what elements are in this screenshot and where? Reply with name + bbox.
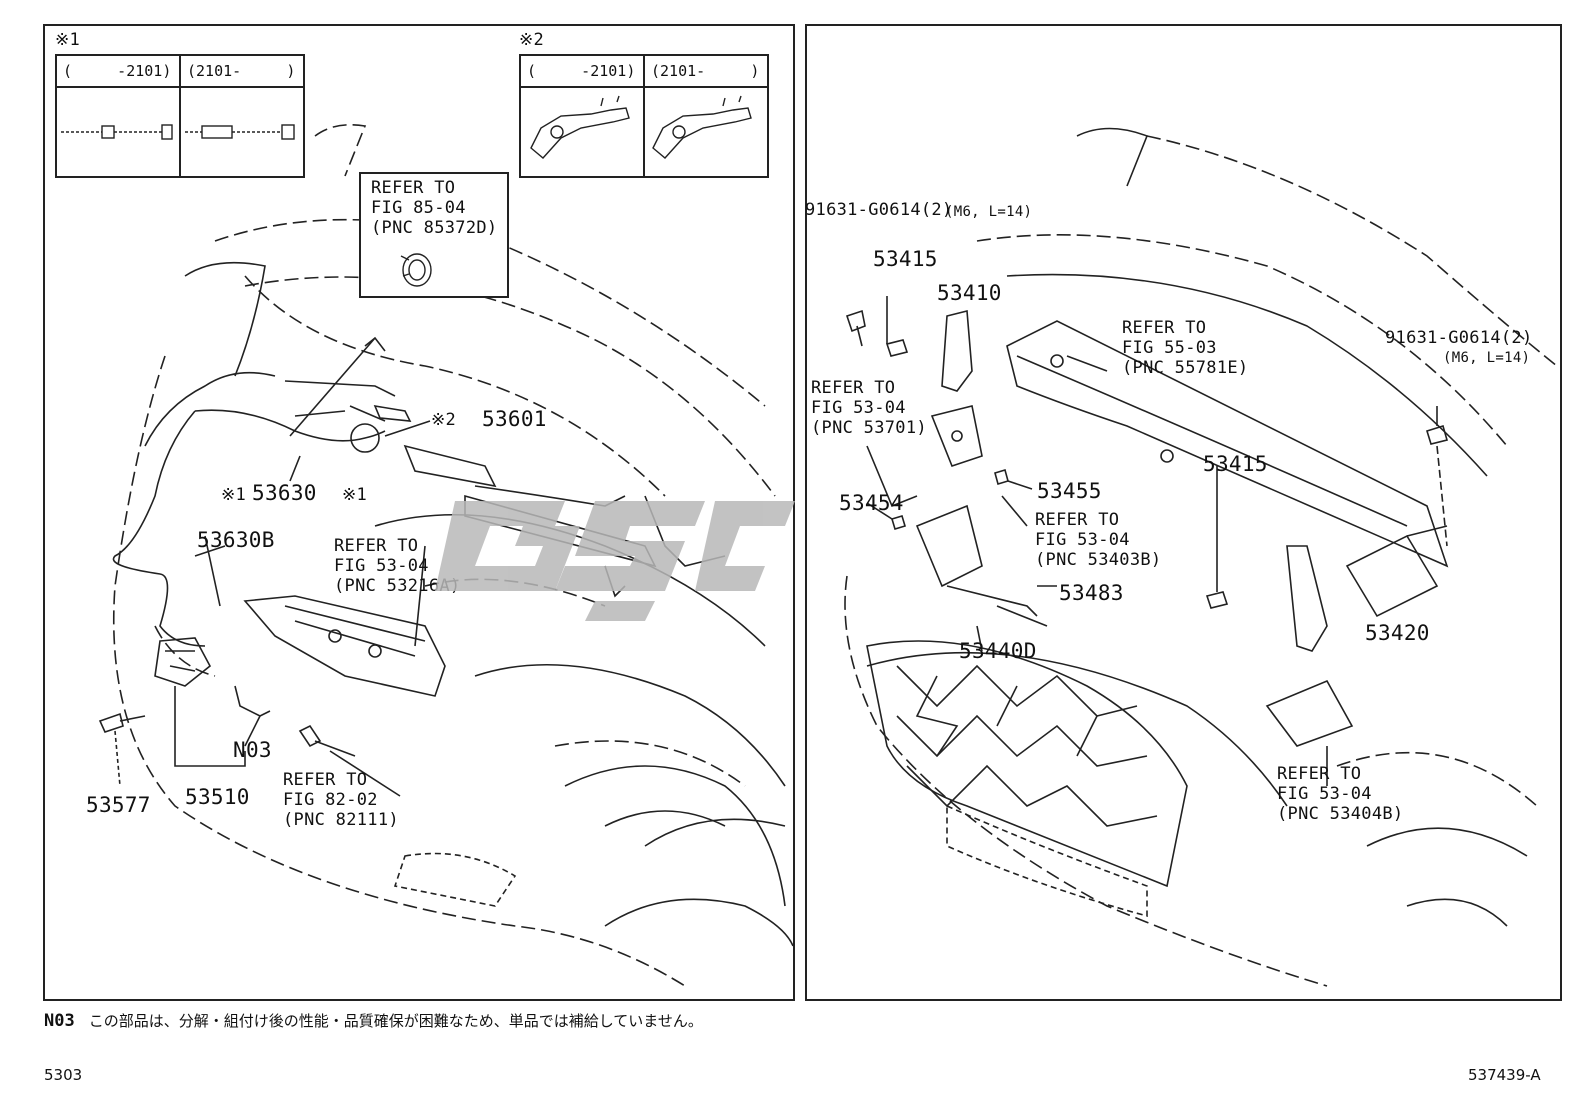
bolt-top-left-spec: (M6, L=14) xyxy=(945,204,1033,220)
refer-53-04-a-line1: REFER TO xyxy=(334,536,419,556)
part-53415-b: 53415 xyxy=(1203,452,1268,476)
bolt-top-right: 91631-G0614(2) xyxy=(1385,328,1533,348)
variant-1-col1: ( -2101) xyxy=(63,62,172,80)
part-53455: 53455 xyxy=(1037,479,1102,503)
variant-1-cable-icons xyxy=(61,124,295,140)
part-53601: 53601 xyxy=(482,407,547,431)
refer-53-04-c-line2: FIG 53-04 xyxy=(1035,530,1130,550)
refer-55-03-line3: (PNC 55781E) xyxy=(1122,358,1249,378)
refer-53-04-b-line1: REFER TO xyxy=(811,378,896,398)
refer-53-04-d-line1: REFER TO xyxy=(1277,764,1362,784)
footer-note-code: N03 xyxy=(44,1011,75,1031)
watermark-logo xyxy=(435,501,795,621)
footer-note-text: この部品は、分解・組付け後の性能・品質確保が困難なため、単品では補給していません… xyxy=(88,1012,703,1030)
page-code: 5303 xyxy=(44,1066,83,1084)
variant-2-col1: ( -2101) xyxy=(527,62,636,80)
refer-82-02-line3: (PNC 82111) xyxy=(283,810,399,830)
refer-55-03-line1: REFER TO xyxy=(1122,318,1207,338)
variant-1-col2: (2101- ) xyxy=(187,62,296,80)
refer-85-04-line1: REFER TO xyxy=(371,178,456,198)
part-53420: 53420 xyxy=(1365,621,1430,645)
part-53440d: 53440D xyxy=(959,639,1037,663)
refer-53-04-c-line3: (PNC 53403B) xyxy=(1035,550,1162,570)
footer-note: N03 この部品は、分解・組付け後の性能・品質確保が困難なため、単品では補給してい… xyxy=(44,1010,703,1031)
figure-id: 537439-A xyxy=(1468,1066,1541,1084)
mark-circle-ref: ※1 xyxy=(342,485,368,505)
variant-1-mark: ※1 xyxy=(55,30,81,50)
variant-2-col2: (2101- ) xyxy=(651,62,760,80)
refer-53-04-c-line1: REFER TO xyxy=(1035,510,1120,530)
part-n03: N03 xyxy=(233,738,272,762)
part-53577: 53577 xyxy=(86,793,151,817)
mark-53601: ※2 xyxy=(431,410,457,430)
variant-table-2: ( -2101) (2101- ) xyxy=(519,54,769,178)
refer-85-04-box: REFER TO FIG 85-04 (PNC 85372D) xyxy=(359,172,509,298)
refer-53-04-b-line2: FIG 53-04 xyxy=(811,398,906,418)
right-diagram-panel: 91631-G0614(2) (M6, L=14) 53415 53410 RE… xyxy=(805,24,1562,1001)
part-53630b: 53630B xyxy=(197,528,275,552)
bolt-top-left: 91631-G0614(2) xyxy=(805,200,953,220)
part-53483: 53483 xyxy=(1059,581,1124,605)
hood-lock-drawing xyxy=(98,123,793,987)
part-53410: 53410 xyxy=(937,281,1002,305)
grommet-icon xyxy=(400,253,432,287)
part-53630: 53630 xyxy=(252,481,317,505)
part-53510: 53510 xyxy=(185,785,250,809)
variant-2-mark: ※2 xyxy=(519,30,545,50)
part-53415-a: 53415 xyxy=(873,247,938,271)
bolt-top-right-spec: (M6, L=14) xyxy=(1443,350,1531,366)
variant-2-lever-icons xyxy=(530,95,752,159)
left-diagram-panel: ( -2101) (2101- ) ※1 REFER TO FIG 85-04 … xyxy=(43,24,795,1001)
refer-85-04-line3: (PNC 85372D) xyxy=(371,218,498,238)
hood-hinge-drawing xyxy=(844,127,1558,987)
refer-53-04-b-line3: (PNC 53701) xyxy=(811,418,927,438)
refer-82-02-line2: FIG 82-02 xyxy=(283,790,378,810)
mark-53630: ※1 xyxy=(221,485,247,505)
refer-53-04-a-line2: FIG 53-04 xyxy=(334,556,429,576)
refer-55-03-line2: FIG 55-03 xyxy=(1122,338,1217,358)
refer-53-04-d-line3: (PNC 53404B) xyxy=(1277,804,1404,824)
variant-table-1: ( -2101) (2101- ) xyxy=(55,54,305,178)
refer-85-04-line2: FIG 85-04 xyxy=(371,198,466,218)
refer-82-02-line1: REFER TO xyxy=(283,770,368,790)
refer-53-04-d-line2: FIG 53-04 xyxy=(1277,784,1372,804)
part-53454: 53454 xyxy=(839,491,904,515)
